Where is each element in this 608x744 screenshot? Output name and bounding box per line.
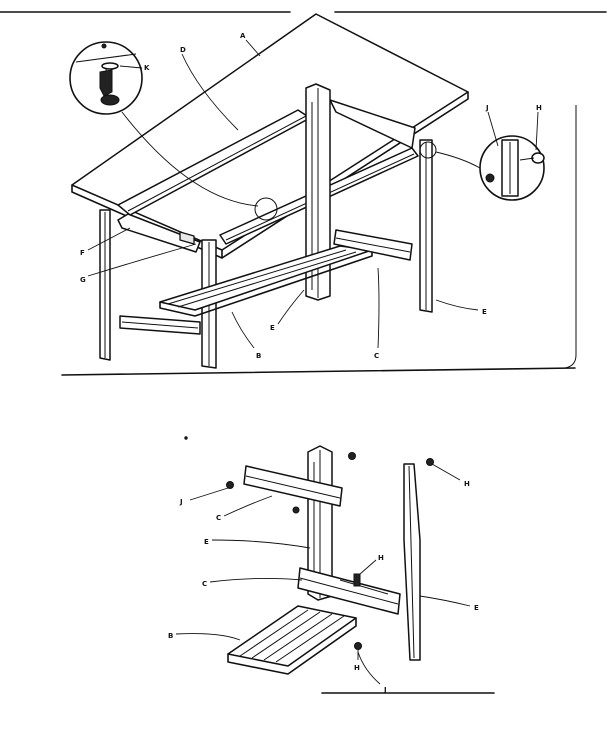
- label-b-top: B: [256, 352, 261, 360]
- leader-h-bottom-2: [359, 559, 377, 575]
- label-e-bottom-right: E: [474, 604, 479, 612]
- label-h-bottom-3: H: [354, 664, 360, 672]
- detail-circle-center: [254, 197, 278, 221]
- leader-h-top: [535, 111, 539, 151]
- leader-f: [87, 227, 131, 251]
- detail-screw-magnified: [69, 41, 143, 115]
- leader-d: [181, 53, 239, 131]
- leader-a: [245, 39, 261, 57]
- label-j-top: J: [485, 104, 489, 112]
- leader-e-mid: [277, 289, 305, 325]
- label-j-bottom-1: J: [179, 498, 183, 506]
- label-a: A: [240, 32, 246, 40]
- label-c-top: C: [374, 352, 379, 360]
- exploded-leg-right: [403, 463, 421, 661]
- leader-c-top: [377, 267, 380, 349]
- leader-k: [119, 65, 143, 69]
- leader-j-top: [487, 111, 499, 147]
- leader-j-bottom-2: [357, 651, 381, 685]
- lower-bracket-c: [333, 229, 413, 261]
- lower-bracket-left: [119, 315, 201, 335]
- leg-back-right: [419, 139, 433, 313]
- leader-j-bottom-1: [189, 487, 229, 501]
- exploded-fasteners: [184, 436, 434, 650]
- label-f: F: [80, 249, 85, 257]
- exploded-shelf: [227, 605, 357, 675]
- detail-leader-bolt: [435, 151, 481, 169]
- label-c-bottom-1: C: [216, 514, 221, 522]
- leader-e-right: [435, 299, 479, 311]
- label-e-bottom-center: E: [204, 538, 209, 546]
- leader-e-bottom-center: [211, 539, 311, 549]
- label-e-mid: E: [270, 324, 275, 332]
- leader-c-bottom-1: [223, 495, 273, 517]
- label-h-bottom-1: H: [464, 480, 470, 488]
- label-h-top: H: [536, 104, 542, 112]
- divider-top-section: [61, 367, 576, 376]
- leader-b-top: [231, 311, 255, 349]
- right-border-curve: [564, 354, 577, 369]
- detail-leader-screw: [121, 111, 259, 207]
- leg-back-left: [99, 209, 111, 361]
- detail-bolt-magnified: [479, 135, 545, 201]
- leader-c-bottom-2: [209, 577, 303, 583]
- label-g: G: [80, 276, 86, 284]
- leader-h-bottom-1: [431, 463, 461, 481]
- leader-b-bottom: [175, 633, 241, 641]
- label-d: D: [180, 46, 186, 54]
- detail-circle-right: [419, 141, 437, 159]
- exploded-upper-bracket: [243, 465, 343, 507]
- label-k: K: [144, 64, 150, 72]
- label-h-bottom-2: H: [378, 554, 384, 562]
- lower-shelf-b: [159, 245, 373, 317]
- side-bracket-left: [117, 213, 201, 253]
- label-e-right: E: [482, 308, 487, 316]
- leader-g: [87, 243, 197, 277]
- label-b-bottom: B: [168, 632, 173, 640]
- label-c-bottom-2: C: [202, 580, 207, 588]
- label-j-bottom-2: J: [383, 686, 387, 694]
- exploded-lower-bracket: [297, 567, 401, 615]
- leader-e-bottom-right: [419, 595, 471, 607]
